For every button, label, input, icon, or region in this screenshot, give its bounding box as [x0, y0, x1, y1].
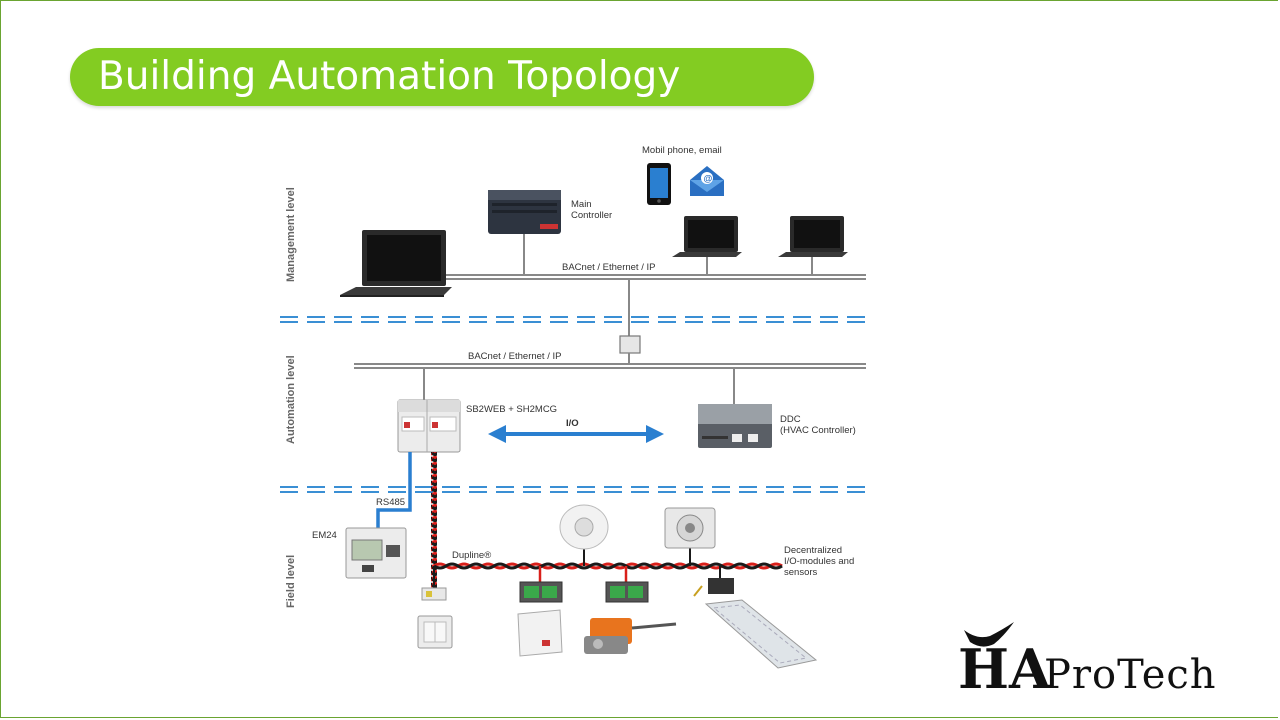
decentral-label-3: sensors [784, 567, 818, 578]
ddc-label-2: (HVAC Controller) [780, 425, 856, 436]
laptop-small-icon-2 [778, 216, 848, 257]
ceiling-sensor-icon [559, 504, 609, 550]
slide-title: Building Automation Topology [70, 48, 814, 106]
dupline-label: Dupline® [452, 550, 491, 561]
dupline-drops [433, 548, 721, 590]
bus-top-label: BACnet / Ethernet / IP [562, 262, 655, 273]
input-module-small-icon [421, 587, 447, 601]
rs485-line [376, 452, 412, 528]
decentral-label-2: I/O-modules and [784, 556, 854, 567]
io-arrow [488, 425, 664, 443]
mobile-label: Mobil phone, email [642, 145, 722, 156]
email-icon: @ [690, 166, 724, 196]
bus-middle-label: BACnet / Ethernet / IP [468, 351, 561, 362]
room-sensor-icon [517, 609, 563, 657]
light-module-icon [693, 578, 734, 597]
laptop-large-icon [340, 230, 452, 297]
em24-label: EM24 [312, 530, 337, 541]
io-module-icon-2 [605, 581, 649, 603]
ddc-label-1: DDC [780, 414, 801, 425]
wall-switch-icon [417, 615, 453, 649]
valve-actuator-icon [584, 618, 677, 654]
io-module-icon-1 [519, 581, 563, 603]
field-level-label: Field level [285, 555, 297, 608]
decentral-label-1: Decentralized [784, 545, 842, 556]
logo-mark: HA [958, 637, 1052, 698]
dupline-cable-vertical [431, 452, 437, 590]
em24-meter-icon [345, 527, 407, 579]
gateway-module-icon [397, 399, 461, 453]
wall-sensor-icon [664, 507, 716, 549]
main-controller-label-2: Controller [571, 210, 612, 221]
bus-top [440, 234, 866, 336]
light-fixture-icon [704, 599, 818, 669]
separator-lower [280, 486, 866, 493]
haprotech-logo: HA ProTech [958, 622, 1217, 698]
io-label: I/O [566, 418, 579, 429]
mobile-phone-icon [647, 163, 671, 205]
logo-word: ProTech [1044, 652, 1217, 698]
bus-middle [354, 363, 866, 404]
automation-level-label: Automation level [285, 355, 297, 444]
svg-text:@: @ [704, 174, 713, 184]
gateway-label: SB2WEB + SH2MCG [466, 404, 557, 415]
management-level-label: Management level [285, 187, 297, 282]
dupline-cable-horizontal [433, 562, 783, 570]
network-switch [619, 335, 641, 354]
separator-upper [280, 316, 866, 323]
rs485-label: RS485 [376, 497, 405, 508]
ddc-controller-icon [698, 404, 772, 448]
laptop-small-icon-1 [672, 216, 742, 257]
main-controller-label-1: Main [571, 199, 592, 210]
bird-wing-icon [964, 622, 1014, 647]
main-controller-icon [488, 190, 561, 234]
